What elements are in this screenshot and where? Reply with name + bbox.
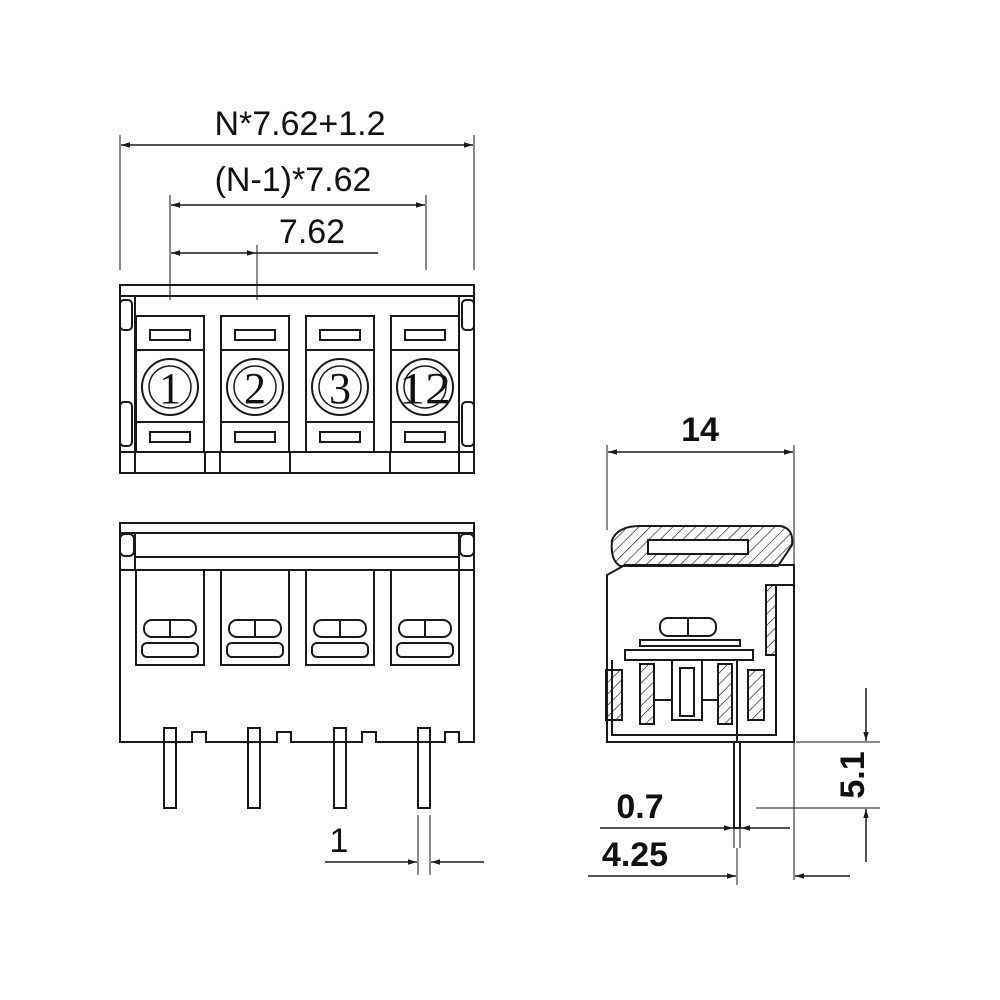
terminal-label-4: 12: [399, 364, 451, 413]
front-window-4: [390, 569, 460, 666]
dim-pin-width: 1: [325, 815, 484, 875]
dim-span: (N-1)*7.62: [169, 161, 427, 300]
terminal-label-1: 1: [159, 364, 181, 413]
terminal-cell-1: 1: [135, 315, 205, 453]
dim-pin-height: 5.1: [756, 688, 880, 862]
terminal-cell-3: 3: [305, 315, 375, 453]
pins: [163, 727, 431, 809]
pin-offset-label: 4.25: [602, 836, 668, 874]
front-view: 1: [119, 522, 484, 875]
pin-height-label: 5.1: [834, 751, 872, 798]
span-label: (N-1)*7.62: [215, 161, 372, 199]
overall-width-label: N*7.62+1.2: [214, 105, 385, 143]
pin-thickness-label: 0.7: [616, 788, 663, 826]
terminal-label-3: 3: [329, 364, 351, 413]
pitch-label: 7.62: [279, 213, 345, 251]
dim-pitch: 7.62: [171, 213, 378, 300]
depth-label: 14: [681, 411, 719, 449]
side-view: 14 5.1: [588, 411, 880, 885]
front-window-3: [305, 569, 375, 666]
front-window-2: [220, 569, 290, 666]
terminal-cell-2: 2: [220, 315, 290, 453]
dim-pin-thickness: 0.7: [600, 788, 790, 848]
pin-width-label: 1: [330, 822, 349, 860]
dim-overall-width: N*7.62+1.2: [119, 105, 475, 270]
terminal-cell-4: 12: [390, 315, 460, 453]
dim-pin-offset: 4.25: [588, 836, 850, 885]
front-window-1: [135, 569, 205, 666]
top-view: N*7.62+1.2 (N-1)*7.62 7.62: [119, 105, 475, 474]
terminal-label-2: 2: [244, 364, 266, 413]
